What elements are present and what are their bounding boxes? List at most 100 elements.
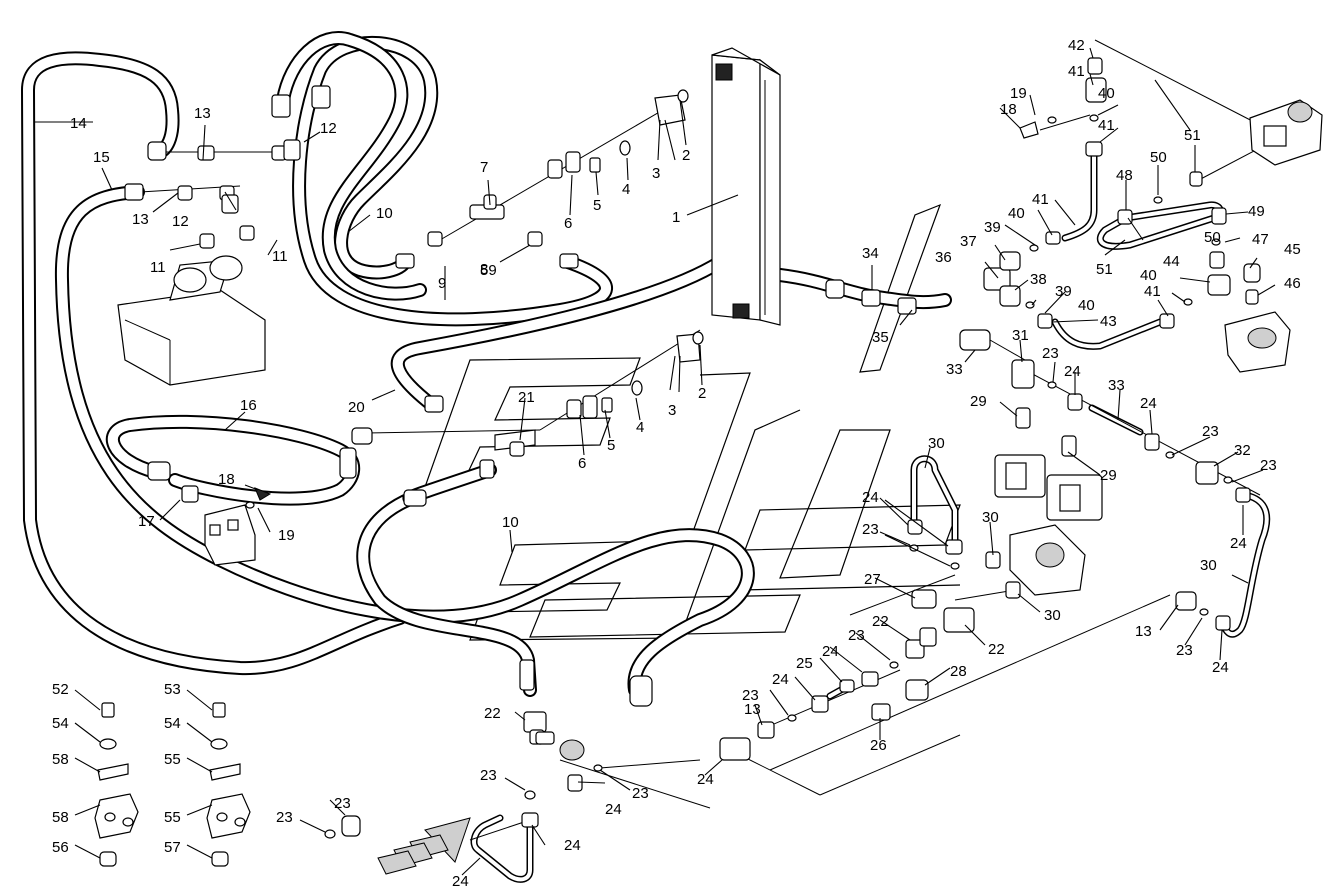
callout: 35: [872, 329, 889, 346]
callout: 40: [1008, 205, 1025, 222]
callout: 17: [138, 513, 155, 530]
callout: 55: [164, 751, 181, 768]
callout: 16: [240, 397, 257, 414]
motor-upper-right: [1249, 99, 1323, 166]
hose-14: [21, 51, 407, 676]
callout: 11: [150, 259, 166, 276]
callout: 58: [52, 751, 69, 768]
callout: 3: [652, 165, 660, 182]
pipe-45: [1051, 318, 1164, 350]
callout: 45: [1284, 241, 1301, 258]
callout: 6: [564, 215, 572, 232]
callout: 23: [334, 795, 351, 812]
pipe-34: [1088, 404, 1144, 436]
callout: 41: [1144, 283, 1161, 300]
callout: 33: [1108, 377, 1125, 394]
callout: 24: [822, 643, 839, 660]
callout: 49: [1248, 203, 1265, 220]
hose-10-lower: [356, 491, 537, 697]
callout: 46: [1284, 275, 1301, 292]
callout: 24: [564, 837, 581, 854]
callout: 29: [1100, 467, 1117, 484]
callout: 24: [452, 873, 469, 890]
callout: 9: [438, 275, 446, 292]
callout: 36: [935, 249, 952, 266]
callout: 23: [848, 627, 865, 644]
callout: 39: [984, 219, 1001, 236]
callout: 20: [348, 399, 365, 416]
callout: 56: [52, 839, 69, 856]
callout: 30: [1044, 607, 1061, 624]
callout: 4: [622, 181, 630, 198]
hose-20: [390, 255, 727, 412]
callout: 21: [518, 389, 535, 406]
callout: 13: [1135, 623, 1152, 640]
callout: 5: [593, 197, 601, 214]
pipe-25: [470, 814, 534, 883]
callout: 43: [1100, 313, 1117, 330]
valve-block-18-19: [204, 504, 256, 566]
callout: 27: [864, 571, 881, 588]
callout: 22: [872, 613, 889, 630]
callout: 50: [1204, 229, 1221, 246]
callout: 40: [1098, 85, 1115, 102]
callout: 30: [1200, 557, 1217, 574]
callout: 40: [1140, 267, 1157, 284]
callout: 19: [1010, 85, 1027, 102]
callout: 14: [70, 115, 87, 132]
callout: 4: [636, 419, 644, 436]
leader-lines: [34, 47, 1276, 876]
oil-cooler: [711, 47, 781, 326]
callout: 32: [1234, 442, 1251, 459]
direction-arrow-icon: [377, 817, 471, 875]
pipe-31: [910, 455, 959, 544]
callout: 25: [796, 655, 813, 672]
callout: 8: [480, 261, 488, 278]
callout: 24: [697, 771, 714, 788]
callout: 23: [1260, 457, 1277, 474]
callout: 18: [1000, 101, 1017, 118]
callout: 30: [982, 509, 999, 526]
callout: 23: [742, 687, 759, 704]
callout: 42: [1068, 37, 1085, 54]
callout: 48: [1116, 167, 1133, 184]
hose-10-upper: [276, 31, 427, 301]
pipe-52: [1096, 201, 1224, 250]
callout: 53: [164, 681, 181, 698]
callout: 2: [682, 147, 690, 164]
callout: 41: [1098, 117, 1115, 134]
callouts: 1 2 2 3 3 4 4 5 5 6 6 7 8 9 10 10 11 11 …: [52, 37, 1301, 890]
callout: 30: [928, 435, 945, 452]
callout: 39: [1055, 283, 1072, 300]
callout: 26: [870, 737, 887, 754]
callout: 34: [862, 245, 879, 262]
callout: 29: [970, 393, 987, 410]
callout: 37: [960, 233, 977, 250]
callout: 52: [52, 681, 69, 698]
callout: 23: [1042, 345, 1059, 362]
callout: 23: [632, 785, 649, 802]
callout: 12: [172, 213, 189, 230]
callout: 47: [1252, 231, 1269, 248]
callout: 54: [52, 715, 69, 732]
valve-block-30c: [1009, 524, 1086, 596]
callout: 31: [1012, 327, 1029, 344]
callout: 18: [218, 471, 235, 488]
callout: 24: [1064, 363, 1081, 380]
callout: 50: [1150, 149, 1167, 166]
callout: 10: [376, 205, 393, 222]
valve-block-30a: [994, 454, 1046, 498]
valve-block-30b: [1046, 474, 1103, 521]
callout: 55: [164, 809, 181, 826]
callout: 23: [1176, 642, 1193, 659]
motor-right: [1224, 311, 1291, 373]
callout: 24: [862, 489, 879, 506]
callout: 54: [164, 715, 181, 732]
callout: 19: [278, 527, 295, 544]
callout: 44: [1163, 253, 1180, 270]
callout: 33: [946, 361, 963, 378]
callout: 3: [668, 402, 676, 419]
hose-16: [105, 414, 361, 506]
callout: 22: [988, 641, 1005, 658]
